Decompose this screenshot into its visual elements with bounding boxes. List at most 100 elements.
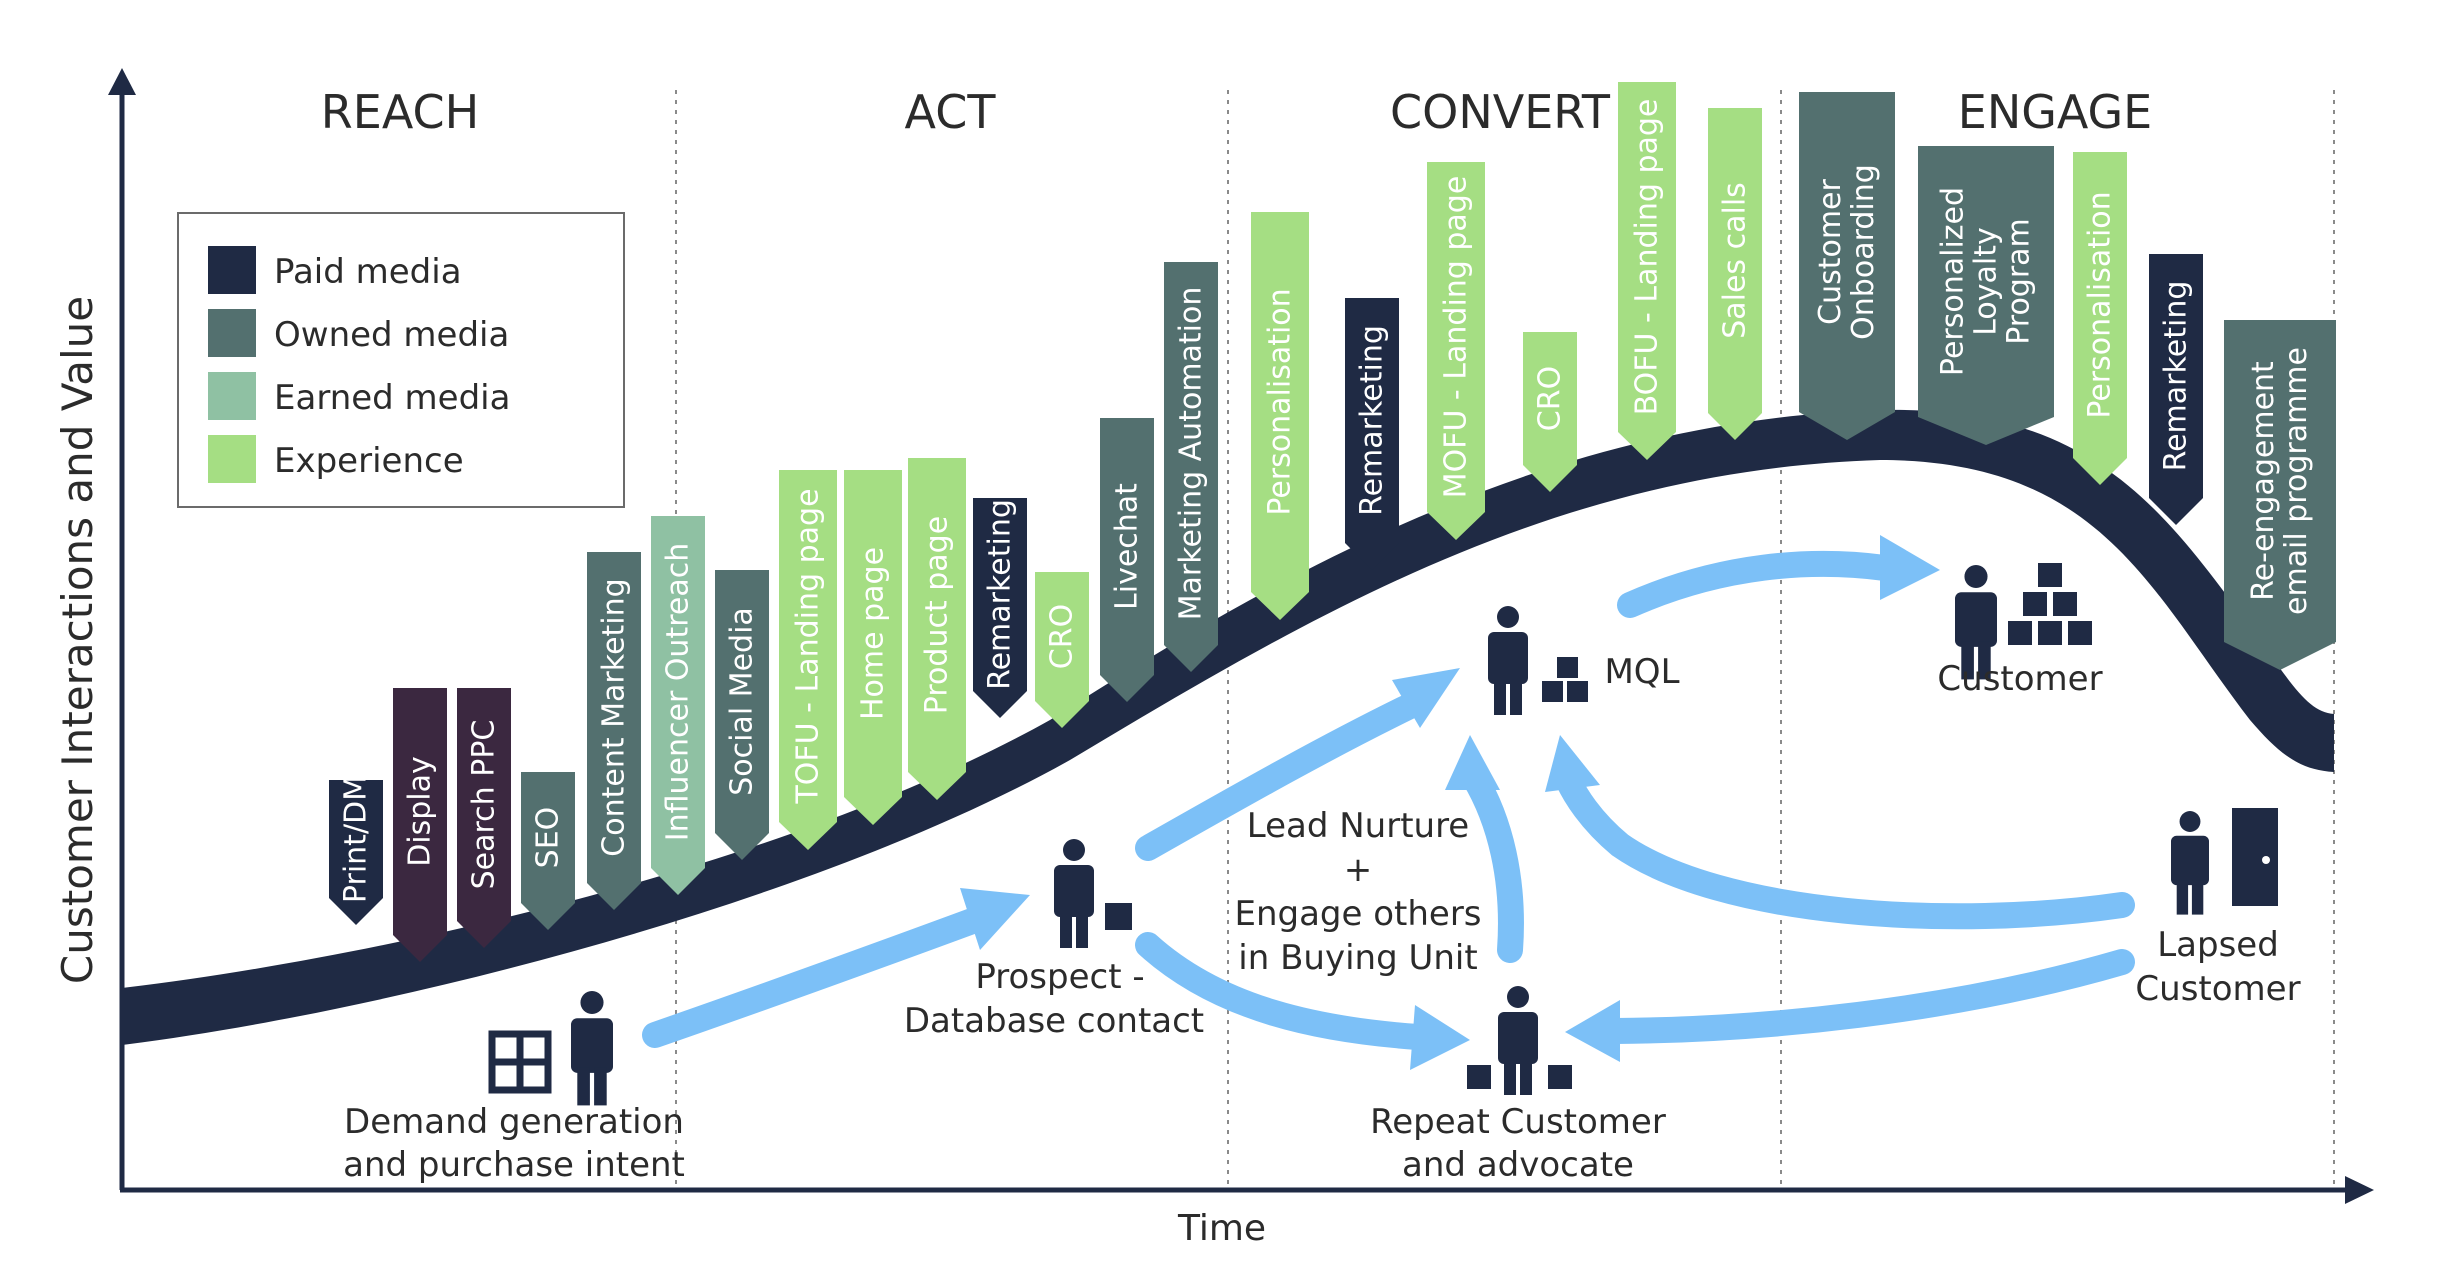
- tactic-label: Personalisation: [1263, 288, 1298, 515]
- tactic-banner: Personalisation: [2073, 152, 2127, 485]
- box-stack-icon: [1105, 903, 1132, 930]
- tactic-banner-shape: [2149, 254, 2203, 525]
- tactic-label: Program: [2002, 218, 2037, 345]
- tactic-label: Remarketing: [983, 499, 1018, 690]
- nurture-label-line3: Engage others: [1234, 894, 1481, 934]
- person-icons: [571, 564, 2209, 1106]
- tactic-label: Print/DM: [339, 775, 374, 903]
- tactic-label: Re-engagement: [2246, 361, 2281, 601]
- journey-arrowheads: [960, 535, 1940, 1070]
- tactic-banner-shape: [1345, 298, 1399, 570]
- tactic-banners: Print/DM Display Search PPC SEO Content Mark…: [329, 82, 2336, 962]
- persona-label-lapsed-line1: Lapsed: [2157, 925, 2279, 965]
- tactic-banner: BOFU - Landing page: [1618, 82, 1676, 460]
- tactic-label: Remarketing: [2159, 281, 2194, 472]
- tactic-label: Customer: [1813, 178, 1848, 324]
- tactic-banner-shape: [1427, 162, 1485, 540]
- legend-label-experience: Experience: [274, 441, 464, 481]
- tactic-banner-shape: [973, 498, 1027, 718]
- tactic-banner-shape: [2224, 320, 2336, 670]
- tactic-banner: Print/DM: [329, 775, 383, 925]
- tactic-label: Livechat: [1110, 483, 1145, 610]
- tactic-label: Influencer Outreach: [661, 543, 696, 841]
- tactic-banner-shape: [844, 470, 902, 825]
- persona-label-repeat-line1: Repeat Customer: [1370, 1102, 1666, 1142]
- tactic-banner: Remarketing: [973, 498, 1027, 718]
- tactic-label: SEO: [531, 807, 566, 869]
- x-axis-label: Time: [1177, 1208, 1266, 1249]
- tactic-banner-shape: [1251, 212, 1309, 620]
- tactic-label: Personalisation: [2083, 191, 2118, 418]
- person-icon: [2171, 811, 2209, 915]
- tactic-banner: Social Media: [715, 570, 769, 860]
- tactic-banner-shape: [1035, 572, 1089, 728]
- tactic-banner-shape: [779, 470, 837, 850]
- tactic-label: Sales calls: [1718, 182, 1753, 339]
- legend-swatch-earned: [208, 372, 256, 420]
- person-icon: [571, 990, 613, 1106]
- stage-title-reach: REACH: [321, 85, 479, 139]
- arrow-icon: [1602, 949, 2135, 1044]
- tactic-label: Marketing Automation: [1174, 287, 1209, 621]
- persona-label-prospect-line2: Database contact: [904, 1001, 1204, 1041]
- tactic-banner: Personalisation: [1251, 212, 1309, 620]
- tactic-label: TOFU - Landing page: [791, 488, 826, 804]
- persona-label-lapsed-line2: Customer: [2135, 969, 2300, 1009]
- tactic-banner-shape: [715, 570, 769, 860]
- journey-arrows: [642, 550, 2135, 1050]
- arrow-icon: [1410, 1005, 1470, 1070]
- tactic-banner: Remarketing: [1345, 298, 1399, 570]
- tactic-label: Product page: [920, 516, 955, 714]
- tactic-banner: Marketing Automation: [1164, 262, 1218, 672]
- stage-title-convert: CONVERT: [1390, 85, 1611, 139]
- tactic-label: CRO: [1533, 366, 1568, 431]
- legend-swatch-experience: [208, 435, 256, 483]
- tactic-banner-shape: [521, 772, 575, 930]
- box-stack-icon: [1467, 1065, 1491, 1089]
- tactic-label: Social Media: [725, 607, 760, 796]
- y-axis-label: Customer Interactions and Value: [53, 296, 102, 984]
- tactic-label: Display: [403, 756, 438, 867]
- person-icon: [1955, 564, 1997, 680]
- tactic-banner: Content Marketing: [587, 552, 641, 910]
- persona-label-mql: MQL: [1604, 652, 1679, 692]
- tactic-label: Loyalty: [1969, 227, 2004, 336]
- tactic-banner: TOFU - Landing page: [779, 470, 837, 850]
- tactic-label: BOFU - Landing page: [1630, 99, 1665, 416]
- tactic-banner-shape: [1708, 108, 1762, 440]
- arrow-icon: [1445, 735, 1500, 790]
- tactic-banner: SEO: [521, 772, 575, 930]
- tactic-banner: CRO: [1035, 572, 1089, 728]
- arrow-icon: [1565, 1000, 1620, 1062]
- tactic-banner: Search PPC: [457, 688, 511, 948]
- stage-titles: REACH ACT CONVERT ENGAGE: [321, 85, 2152, 139]
- legend-label-earned: Earned media: [274, 378, 510, 418]
- legend-label-owned: Owned media: [274, 315, 509, 355]
- box-stack-icon: [2008, 563, 2092, 645]
- tactic-banner: Display: [393, 688, 447, 962]
- nurture-label-line2: +: [1344, 850, 1373, 890]
- tactic-label: Personalized: [1936, 187, 1971, 376]
- arrow-icon: [1135, 932, 1431, 1050]
- tactic-banner-shape: [2073, 152, 2127, 485]
- arrow-icon: [1135, 693, 1423, 861]
- legend-label-paid: Paid media: [274, 252, 462, 292]
- tactic-banner-shape: [1523, 332, 1577, 492]
- arrow-icon: [1392, 668, 1460, 728]
- box-stack-icon: [1542, 657, 1588, 702]
- tactic-label: Remarketing: [1355, 325, 1390, 516]
- arrow-icon: [1617, 550, 1898, 618]
- arrow-icon: [1880, 535, 1940, 600]
- nurture-label-line4: in Buying Unit: [1238, 938, 1477, 978]
- persona-label-demand-line2: and purchase intent: [343, 1145, 685, 1185]
- tactic-label: Onboarding: [1846, 164, 1881, 340]
- tactic-label: MOFU - Landing page: [1439, 176, 1474, 499]
- stage-title-engage: ENGAGE: [1958, 85, 2153, 139]
- door-icon: [2232, 808, 2278, 906]
- window-icon: [488, 1030, 552, 1094]
- tactic-banner-shape: [651, 516, 705, 895]
